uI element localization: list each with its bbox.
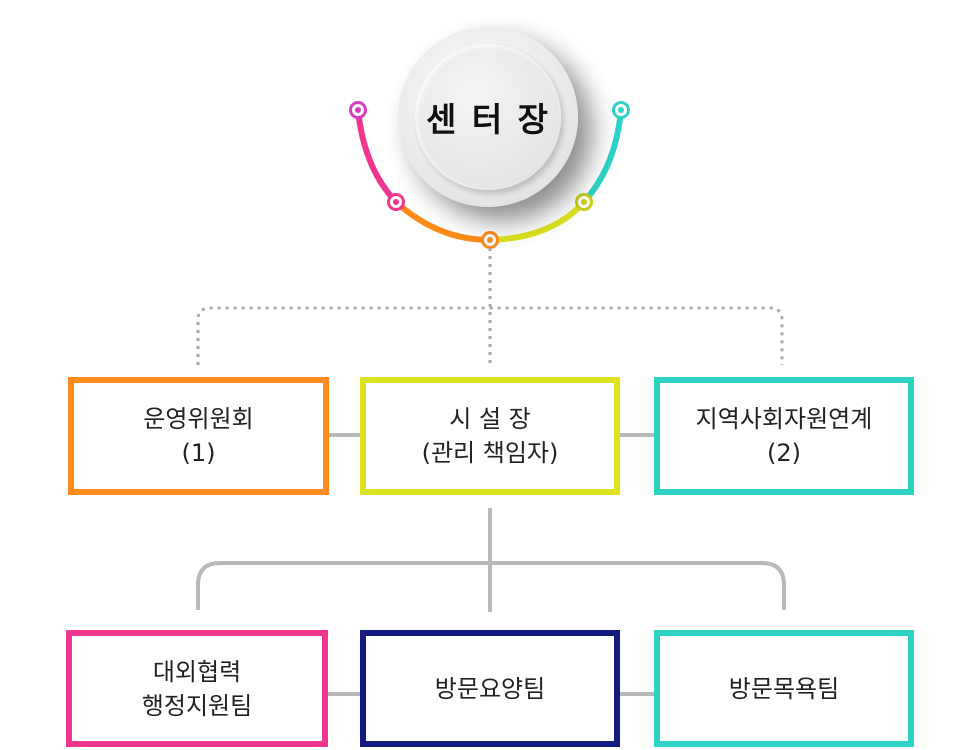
node-sublabel: (2) [767,439,801,467]
arc-dot-magenta [349,101,367,119]
solid-connector [196,433,786,696]
arc-dot-teal [612,101,630,119]
center-inner-disc: 센 터 장 [415,44,561,190]
node-facility-director: 시 설 장 (관리 책임자) [360,377,620,495]
node-label: 운영위원회 [143,405,254,433]
center-title: 센 터 장 [425,100,551,139]
arc-segment-lime [487,199,587,243]
node-community-resource-link: 지역사회자원연계 (2) [654,377,914,495]
node-sublabel: (관리 책임자) [421,439,559,467]
node-label: 방문목욕팀 [728,674,840,703]
node-home-care-team: 방문요양팀 [360,630,620,747]
node-label: 방문요양팀 [434,674,546,703]
node-home-bath-team: 방문목욕팀 [654,630,914,747]
arc-segment-orange [393,199,493,243]
arc-dot-orange [481,231,499,249]
node-sublabel: (1) [181,439,216,467]
arc-segment-teal [581,107,624,205]
node-operating-committee: 운영위원회 (1) [68,377,329,495]
node-sublabel: 행정지원팀 [141,691,253,720]
node-label: 대외협력 [152,657,242,686]
node-label: 지역사회자원연계 [695,405,873,433]
node-label: 시 설 장 [449,405,531,433]
dotted-connector [196,248,784,365]
center-director-node: 센 터 장 [398,27,578,207]
arc-dot-lime [575,193,593,211]
node-external-admin-team: 대외협력 행정지원팀 [66,630,328,747]
arc-segment-pink [355,107,399,205]
arc-dot-pink [387,193,405,211]
